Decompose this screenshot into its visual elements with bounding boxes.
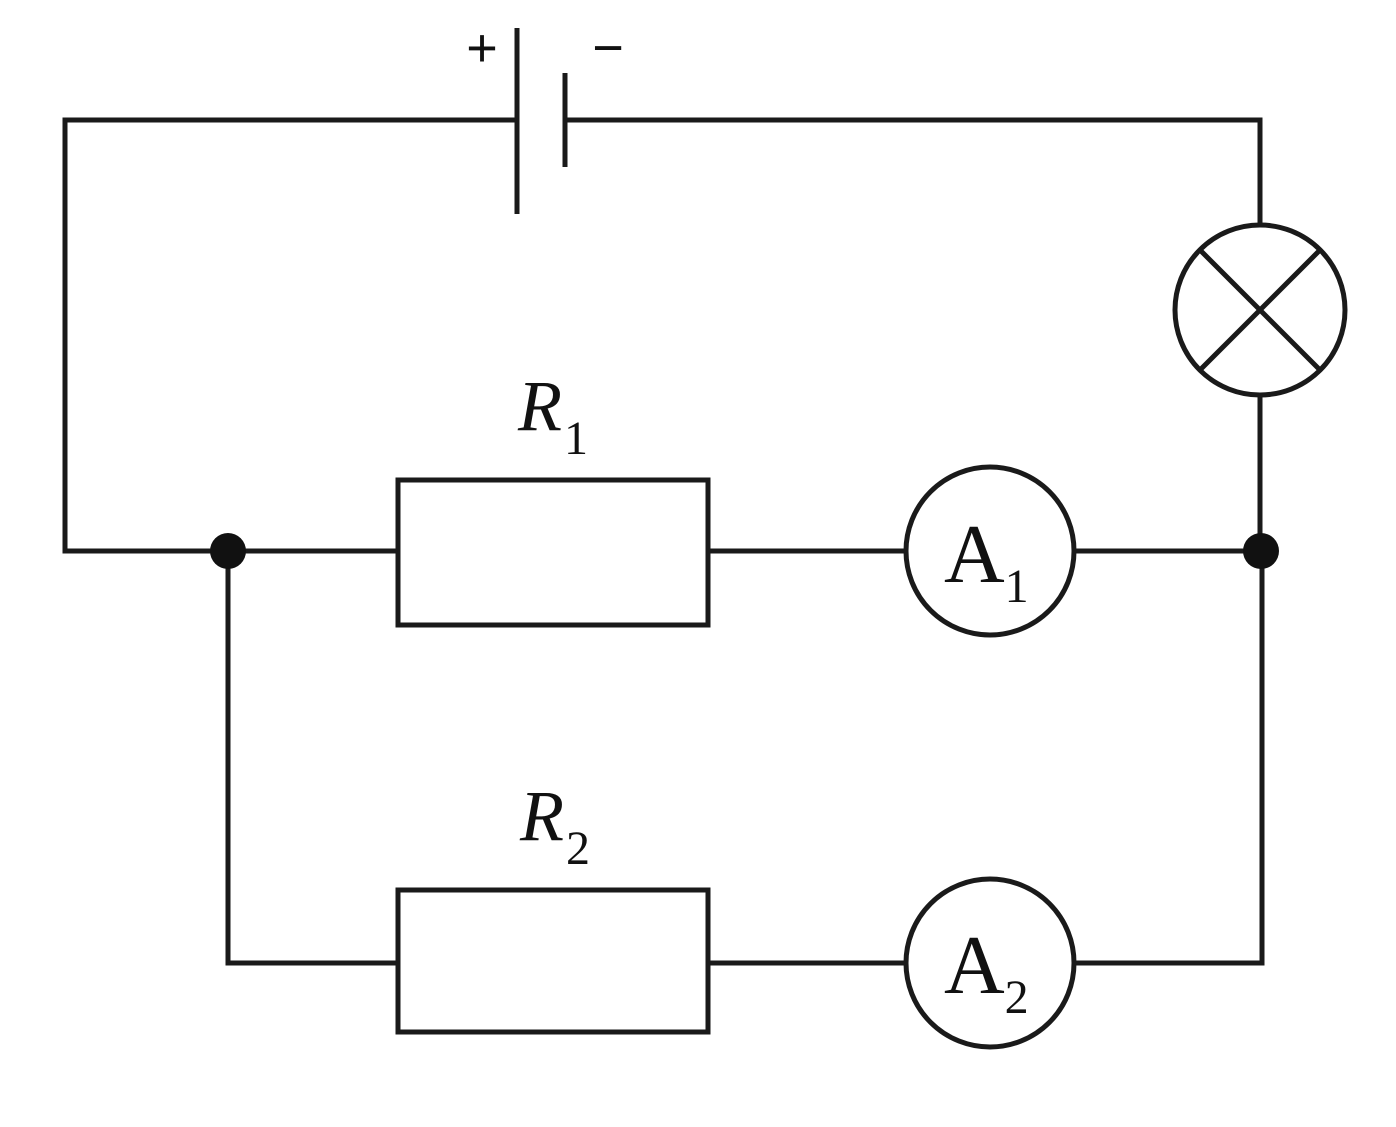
resistor-r2-letter: R [519, 776, 564, 856]
resistor-r1-subscript: 1 [564, 412, 588, 465]
battery-positive-sign: + [466, 18, 498, 78]
ammeter-a1-circle [903, 464, 1077, 638]
ammeter-a1: A1 [903, 464, 1077, 638]
ammeter-a2-subscript: 2 [1005, 971, 1029, 1024]
battery-negative-sign: − [592, 18, 624, 78]
ammeter-a2-label: A2 [944, 919, 1029, 1024]
resistor-r2-body [395, 887, 711, 1035]
wire-top-right [562, 117, 1263, 228]
wires [62, 117, 1265, 966]
resistor-r2-label: R2 [519, 776, 590, 875]
ammeter-a2: A2 [903, 876, 1077, 1050]
junction-right [1243, 533, 1279, 569]
ammeter-a1-subscript: 1 [1005, 560, 1029, 613]
wire-a2-to-right [1071, 548, 1265, 966]
ammeter-a1-label: A1 [944, 508, 1029, 613]
resistor-r1-label: R1 [517, 366, 588, 465]
wire-left-down-to-r2 [225, 548, 401, 966]
battery: + − [466, 18, 624, 214]
resistor-r1: R1 [395, 366, 711, 628]
ammeter-a2-letter: A [944, 919, 1005, 1012]
junction-left [210, 533, 246, 569]
lamp [1172, 222, 1348, 398]
resistor-r2-subscript: 2 [566, 822, 590, 875]
resistor-r1-letter: R [517, 366, 562, 446]
wire-top-left [62, 117, 520, 554]
ammeter-a1-letter: A [944, 508, 1005, 601]
lamp-cross-2 [1198, 248, 1322, 372]
ammeter-a2-circle [903, 876, 1077, 1050]
resistor-r1-body [395, 477, 711, 628]
resistor-r2: R2 [395, 776, 711, 1035]
